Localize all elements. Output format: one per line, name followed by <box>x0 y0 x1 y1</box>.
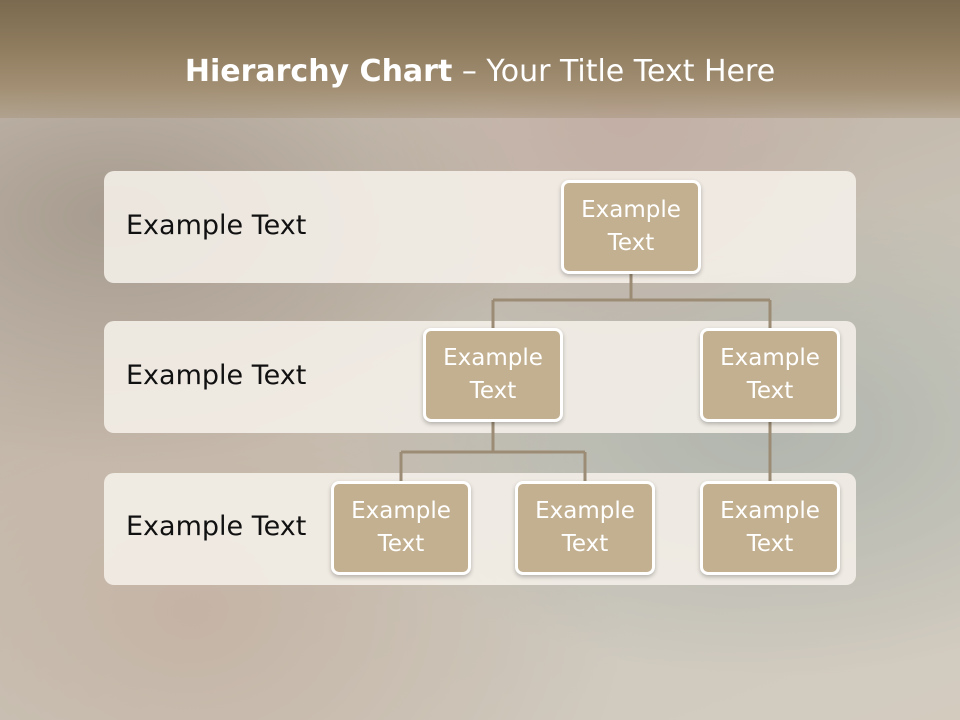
level-band-1 <box>104 171 856 283</box>
title-bar: Hierarchy Chart – Your Title Text Here <box>0 0 960 118</box>
node-level3-a-text: Example Text <box>351 498 451 557</box>
node-root-text: Example Text <box>581 197 681 256</box>
node-level2-right-text: Example Text <box>720 345 820 404</box>
node-level2-right[interactable]: Example Text <box>700 328 840 422</box>
title-rest: – Your Title Text Here <box>452 54 776 89</box>
node-level2-left-text: Example Text <box>443 345 543 404</box>
node-level3-b[interactable]: Example Text <box>515 481 655 575</box>
slide-title: Hierarchy Chart – Your Title Text Here <box>0 54 960 89</box>
node-level3-b-text: Example Text <box>535 498 635 557</box>
level-label-1: Example Text <box>126 210 307 241</box>
connector-left <box>399 422 587 481</box>
node-level3-c[interactable]: Example Text <box>700 481 840 575</box>
node-level3-c-text: Example Text <box>720 498 820 557</box>
title-bold: Hierarchy Chart <box>184 54 453 89</box>
node-level2-left[interactable]: Example Text <box>423 328 563 422</box>
node-level3-a[interactable]: Example Text <box>331 481 471 575</box>
level-label-2: Example Text <box>126 360 307 391</box>
level-label-3: Example Text <box>126 511 307 542</box>
connector-root <box>491 274 772 329</box>
node-root[interactable]: Example Text <box>561 180 701 274</box>
